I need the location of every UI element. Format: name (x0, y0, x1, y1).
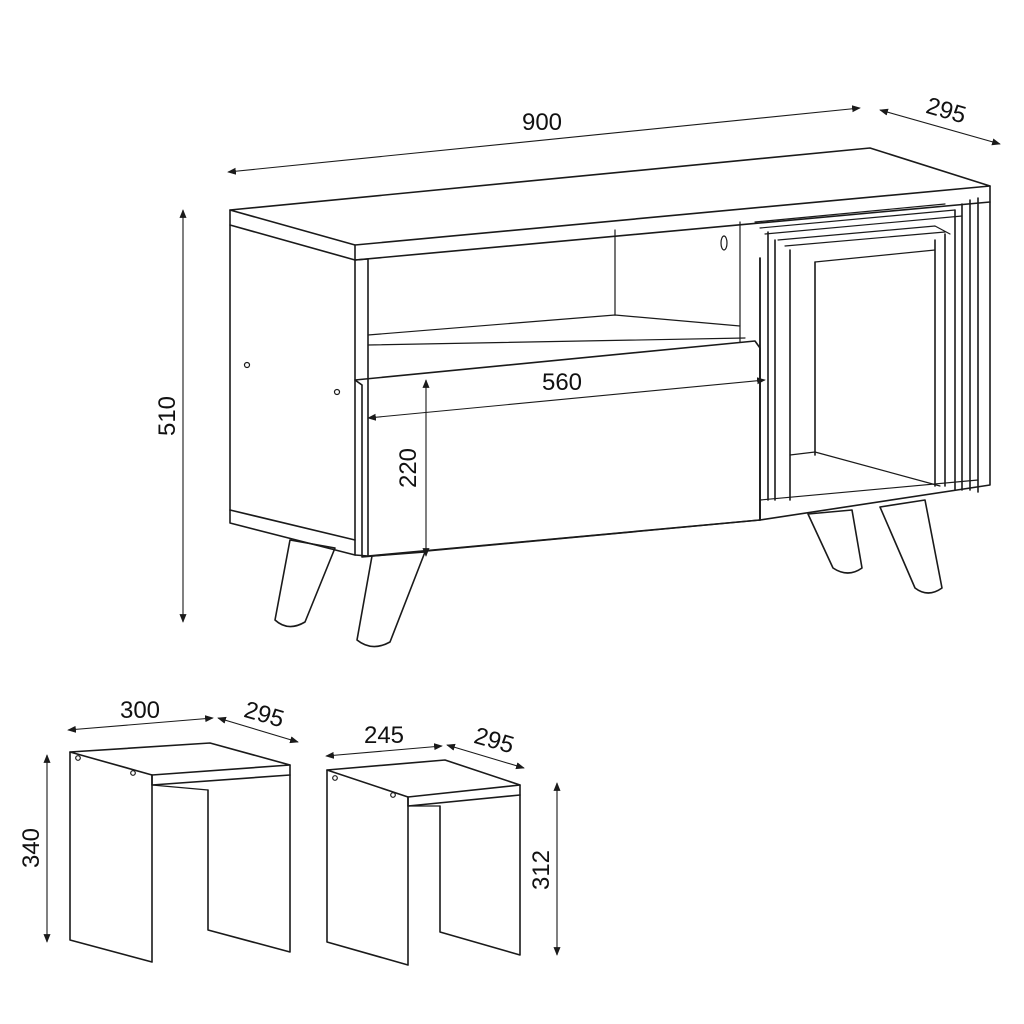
tv-unit-left-side (229, 224, 356, 556)
table-small-width-label: 245 (364, 722, 404, 749)
tv-unit (229, 147, 991, 648)
side-table-large (69, 742, 291, 963)
table-large-width-label: 300 (120, 697, 160, 724)
table-large-depth-label: 295 (241, 696, 287, 733)
drawer-height-label: 220 (395, 448, 422, 488)
tv-unit-width-label: 900 (522, 109, 562, 136)
tv-unit-leg-front-left (274, 539, 336, 628)
tv-unit-leg-back-right (807, 509, 863, 574)
tv-unit-dimensions: 900 295 510 560 220 (154, 92, 1001, 623)
side-table-small (326, 759, 521, 966)
tv-unit-height-label: 510 (154, 396, 181, 436)
tv-unit-leg-front-mid (356, 551, 426, 648)
drawer-width-label: 560 (542, 369, 582, 396)
table-large-height-label: 340 (18, 828, 45, 868)
side-table-large-dimensions: 300 295 340 (18, 696, 299, 943)
tv-unit-top (229, 147, 991, 246)
table-small-height-label: 312 (528, 850, 555, 890)
tv-unit-leg-front-right (879, 499, 943, 594)
side-table-small-dimensions: 245 295 312 (325, 722, 561, 956)
